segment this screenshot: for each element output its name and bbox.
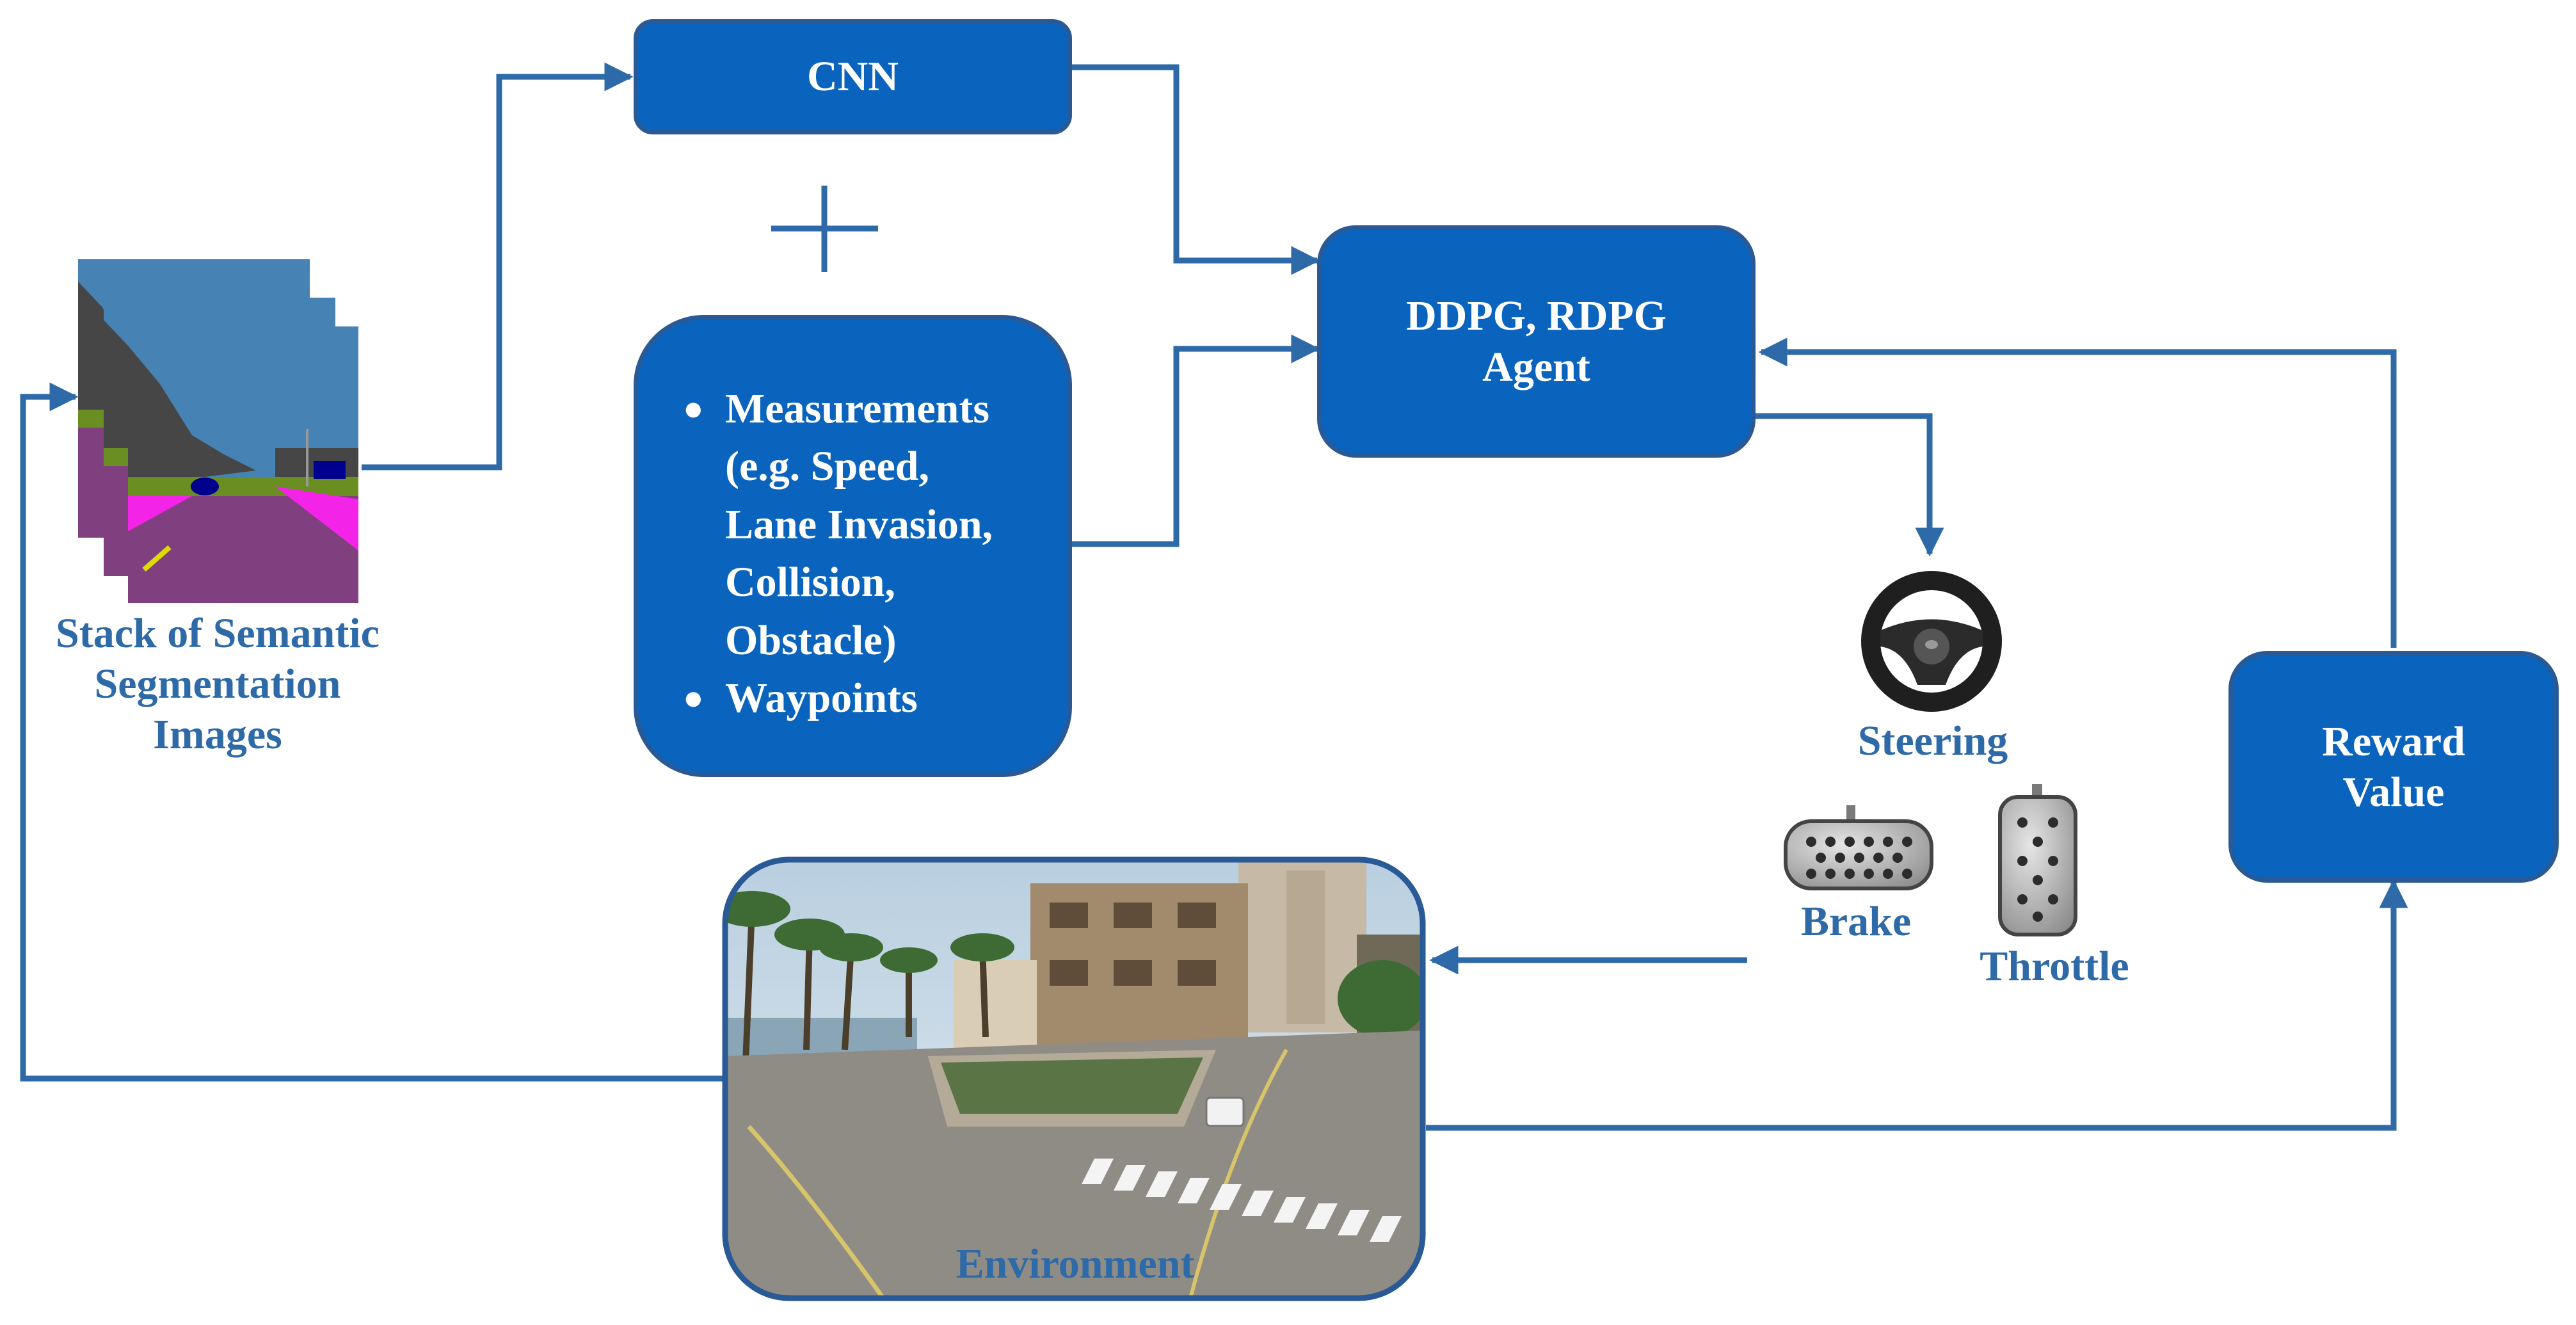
segmentation-image-front xyxy=(128,326,358,603)
reward-label-line2: Value xyxy=(2342,769,2445,815)
plus-icon xyxy=(771,186,878,272)
arrow-environment-to-reward xyxy=(1426,879,2408,1131)
measurements-item: ● Measurements (e.g. Speed, Lane Invasio… xyxy=(683,380,1068,670)
measurements-line: Lane Invasion, xyxy=(725,501,993,548)
steering-wheel-icon xyxy=(1861,571,2002,712)
environment-image xyxy=(722,856,1426,1301)
arrow-environment-to-stack xyxy=(20,382,723,1082)
stack-caption-line: Segmentation xyxy=(94,661,341,708)
arrow-agent-to-steering xyxy=(1755,413,1944,557)
brake-label: Brake xyxy=(1800,898,1912,945)
measurements-line: Collision, xyxy=(725,559,895,606)
cnn-label: CNN xyxy=(807,53,899,100)
throttle-pedal-icon xyxy=(1998,784,2077,936)
bullet-icon: ● xyxy=(683,389,704,428)
measurements-line: Measurements xyxy=(725,385,990,432)
reward-box: Reward Value xyxy=(2228,651,2559,883)
agent-label-line1: DDPG, RDPG xyxy=(1406,293,1667,340)
throttle-label: Throttle xyxy=(1980,943,2129,990)
measurements-line: (e.g. Speed, xyxy=(725,443,929,490)
environment-label: Environment xyxy=(956,1241,1195,1287)
stack-caption: Stack of Semantic Segmentation Images xyxy=(13,608,422,760)
waypoints-label: Waypoints xyxy=(725,675,918,722)
stack-caption-line: Stack of Semantic xyxy=(56,610,380,657)
steering-label: Steering xyxy=(1857,718,2008,764)
measurements-line: Obstacle) xyxy=(725,616,897,664)
arrow-reward-to-agent xyxy=(1758,337,2397,648)
reward-label-line1: Reward xyxy=(2322,718,2465,765)
arrow-cnn-to-agent xyxy=(1037,64,1320,275)
segmentation-image-stack xyxy=(78,259,358,603)
waypoints-item: ● Waypoints xyxy=(683,670,1068,727)
brake-pedal-icon xyxy=(1784,805,1933,890)
cnn-box: CNN xyxy=(634,19,1072,134)
bullet-icon: ● xyxy=(683,679,704,718)
agent-box: DDPG, RDPG Agent xyxy=(1317,225,1756,458)
stack-caption-line: Images xyxy=(153,711,282,759)
measurements-box: ● Measurements (e.g. Speed, Lane Invasio… xyxy=(634,315,1072,777)
arrows xyxy=(20,62,2408,1131)
arrow-measurements-to-agent xyxy=(1040,334,1320,547)
agent-label-line2: Agent xyxy=(1482,343,1590,390)
arrow-stack-to-cnn xyxy=(362,62,634,470)
